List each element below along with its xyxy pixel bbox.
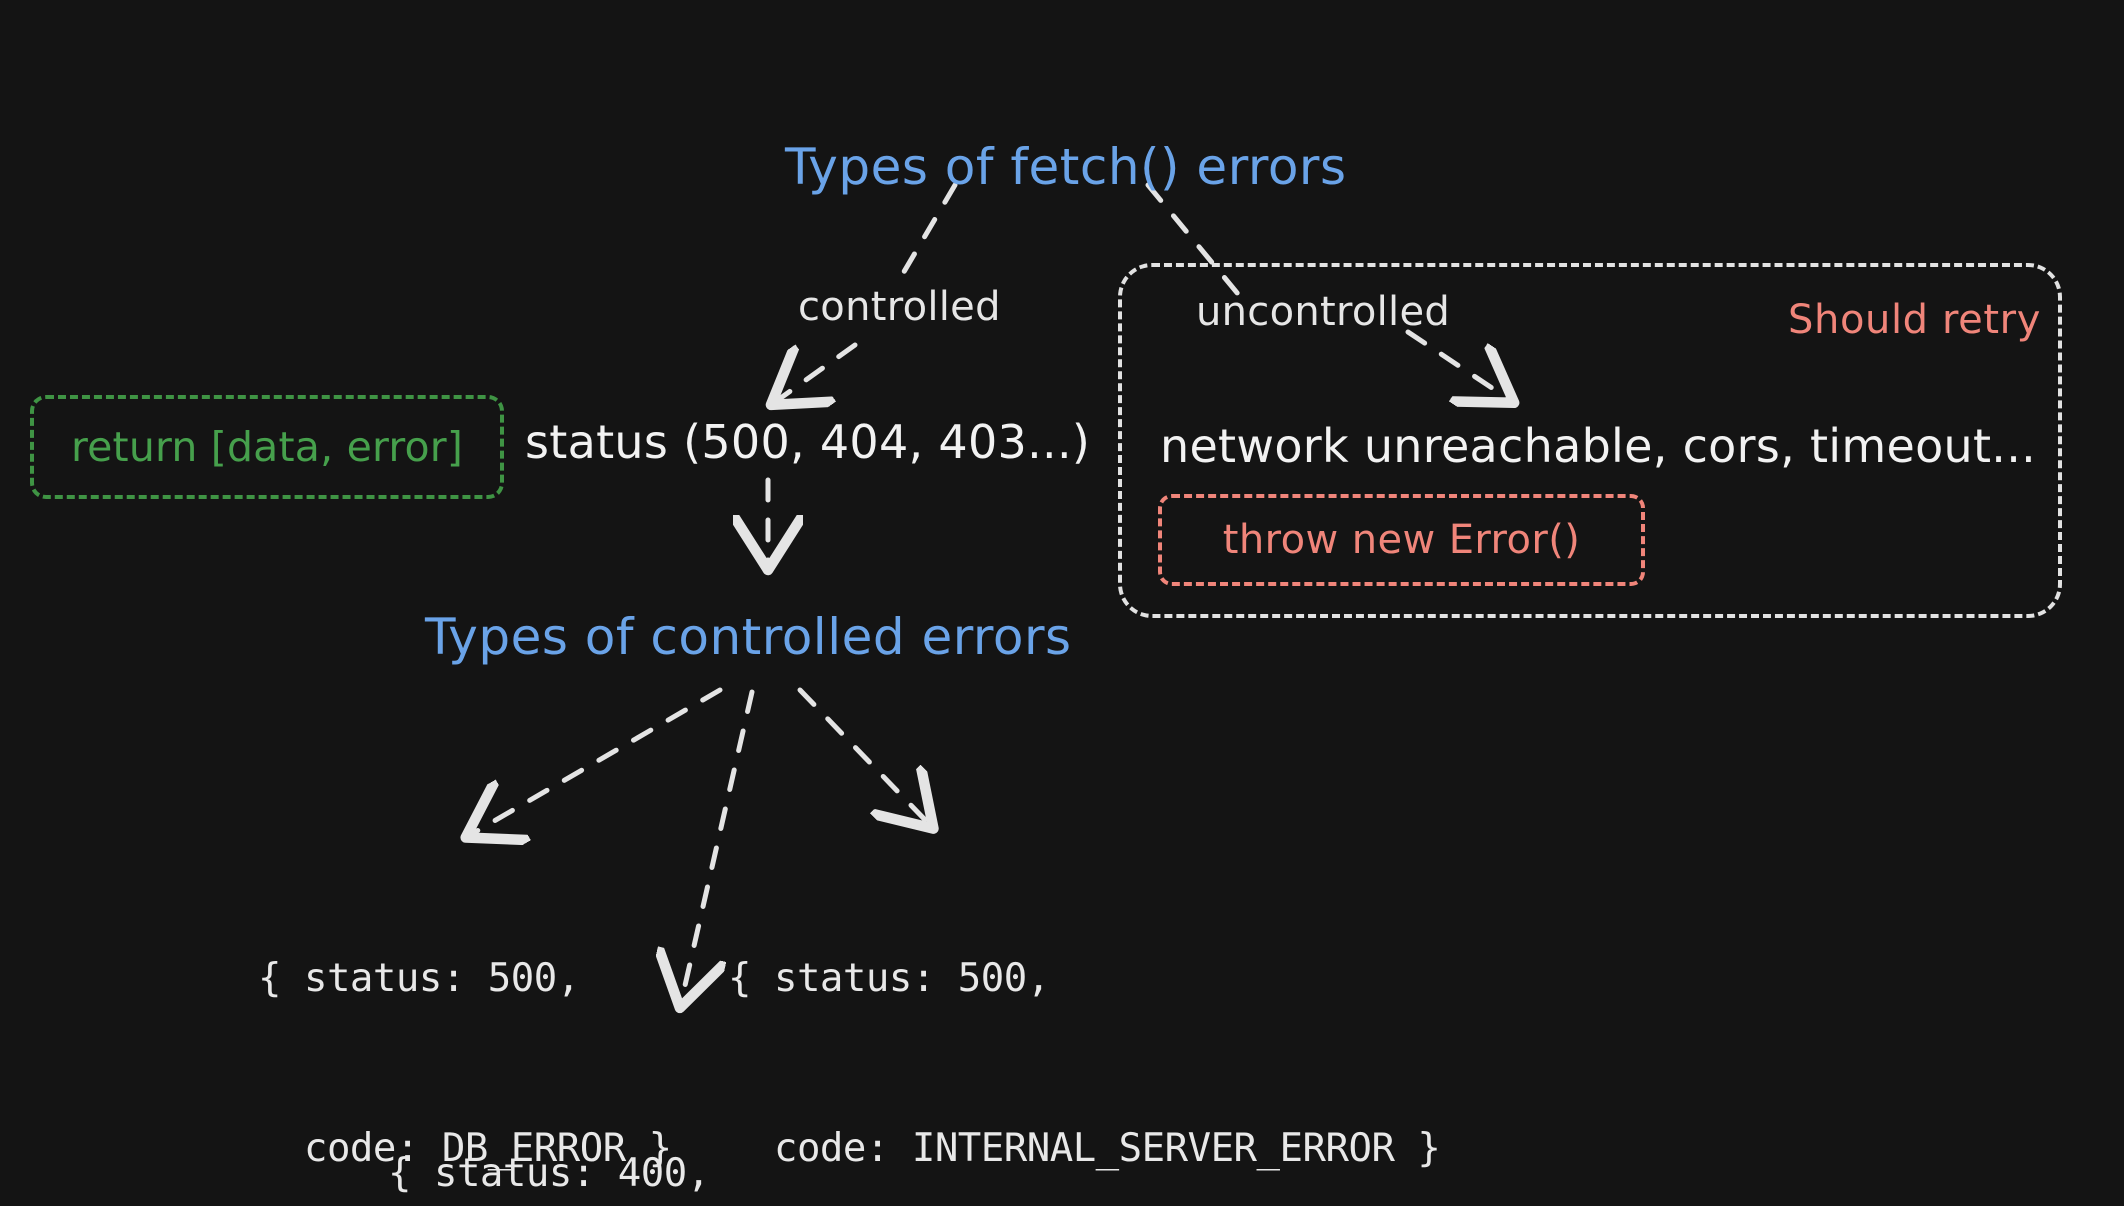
error-example-1-line-1: { status: 500, bbox=[258, 956, 580, 1002]
throw-new-error-code: throw new Error() bbox=[1222, 517, 1581, 563]
branch-label-uncontrolled: uncontrolled bbox=[1196, 289, 1451, 335]
error-example-2-line-2: code: INTERNAL_SERVER_ERROR } bbox=[728, 1125, 1441, 1171]
error-example-1: { status: 500, code: DB_ERROR } bbox=[258, 838, 672, 1206]
should-retry-label: Should retry bbox=[1788, 297, 2041, 343]
edge-to-error-example-2 bbox=[797, 687, 930, 825]
error-example-2: { status: 500, code: INTERNAL_SERVER_ERR… bbox=[728, 838, 1441, 1206]
controlled-errors-subtitle: Types of controlled errors bbox=[425, 608, 1072, 666]
branch-label-controlled: controlled bbox=[798, 284, 1001, 330]
error-example-3: { status: 400, code: INVALID_FILE_PATH } bbox=[388, 1033, 1008, 1206]
edge-to-error-example-1 bbox=[470, 687, 723, 835]
uncontrolled-group-box bbox=[1118, 263, 2062, 618]
error-example-3-line-1: { status: 400, bbox=[388, 1151, 710, 1197]
error-example-2-line-1: { status: 500, bbox=[728, 956, 1050, 1002]
edge-title-to-controlled bbox=[892, 182, 958, 290]
status-codes-label: status (500, 404, 403...) bbox=[525, 415, 1091, 469]
return-data-error-box: return [data, error] bbox=[30, 395, 504, 499]
throw-new-error-box: throw new Error() bbox=[1158, 494, 1645, 586]
diagram-title: Types of fetch() errors bbox=[785, 138, 1347, 196]
edge-controlled-to-status bbox=[775, 342, 858, 402]
error-example-1-line-2: code: DB_ERROR } bbox=[258, 1125, 672, 1171]
return-data-error-code: return [data, error] bbox=[70, 423, 464, 471]
uncontrolled-causes-label: network unreachable, cors, timeout... bbox=[1160, 419, 2037, 473]
